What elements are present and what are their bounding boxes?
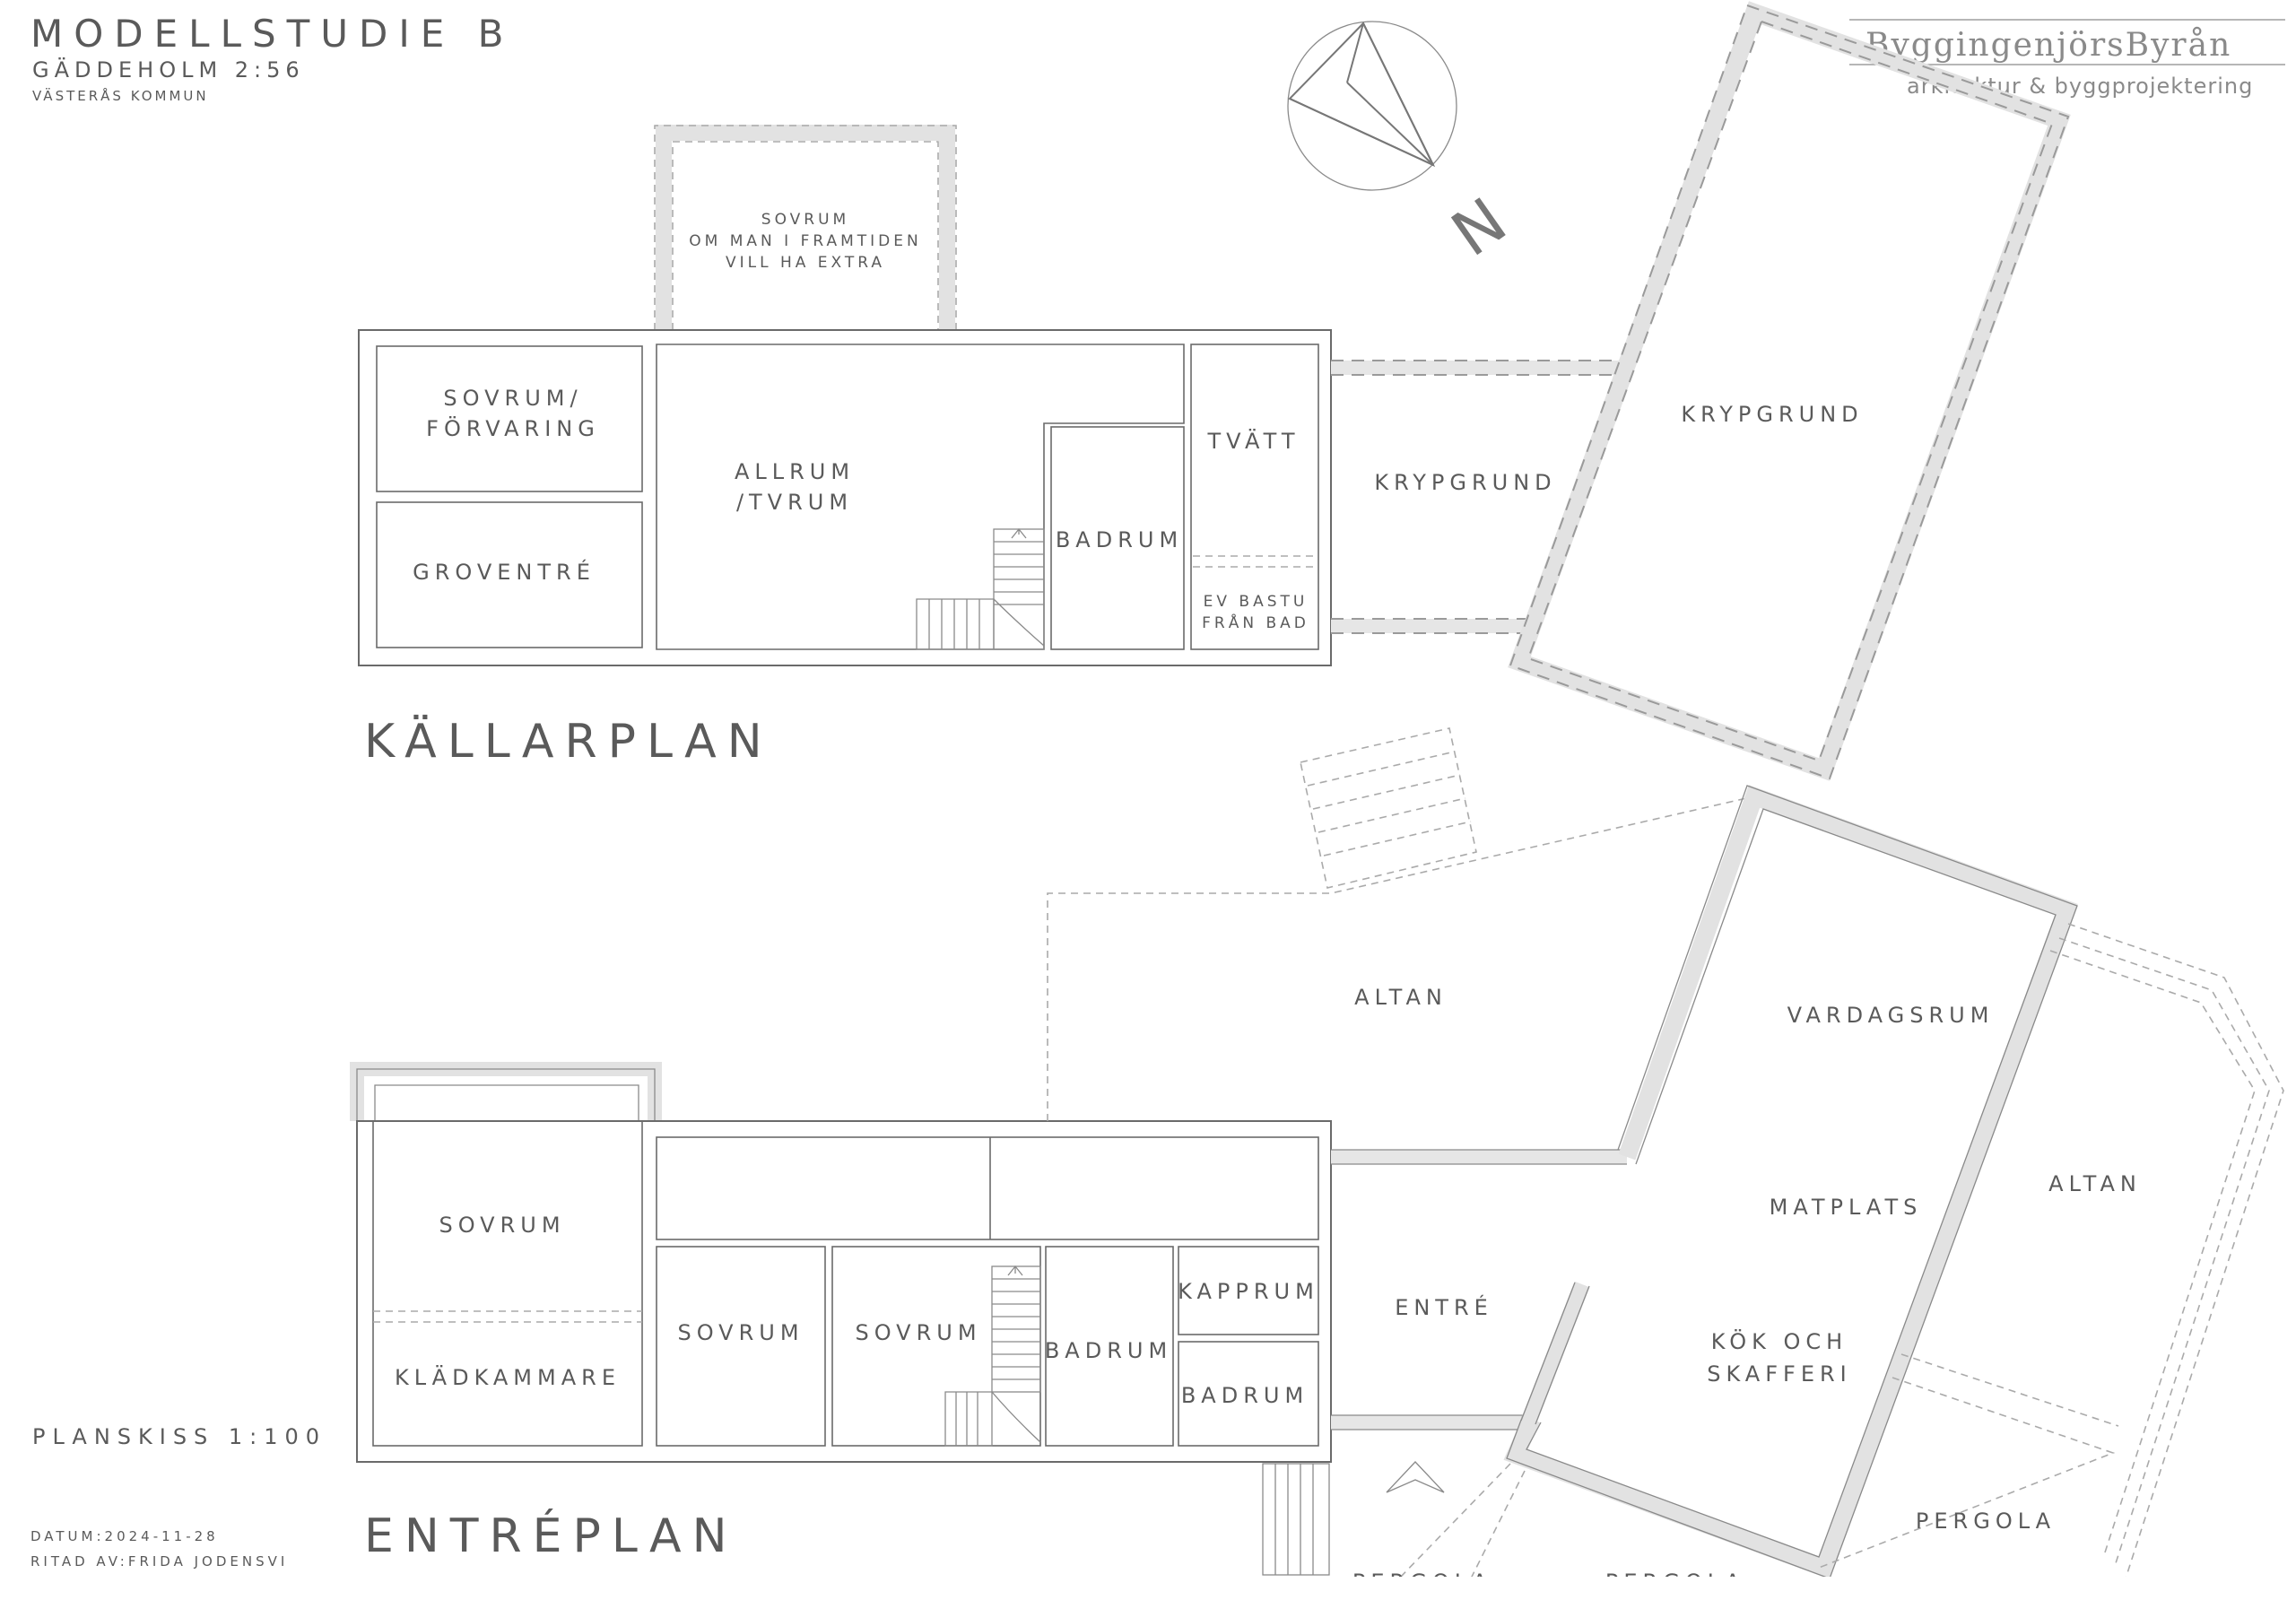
room-grovent <box>376 501 643 648</box>
label-bed1: SOVRUM <box>439 1213 565 1238</box>
basement-plan-title: KÄLLARPLAN <box>364 714 773 769</box>
company-logo: ByggingenjörsByrån arkitektur & byggproj… <box>1849 19 2285 99</box>
room-bath2 <box>1178 1341 1319 1447</box>
crawlspace-outline <box>1508 1 2071 781</box>
deck-right-outline <box>2067 923 2284 1579</box>
label-storage-2: FÖRVARING <box>426 415 600 441</box>
label-entre: ENTRÉ <box>1395 1294 1493 1320</box>
label-bath1: BADRUM <box>1045 1338 1172 1363</box>
logo-wordmark: ByggingenjörsByrån <box>1866 27 2231 64</box>
entry-outline <box>356 1120 1332 1463</box>
room-laundry <box>1190 343 1319 650</box>
entry-arrow-icon <box>1386 1461 1445 1493</box>
label-closet: KLÄDKAMMARE <box>395 1364 621 1390</box>
entry-steps-icon <box>1262 1463 1330 1576</box>
label-allrum-1: ALLRUM <box>735 459 855 484</box>
label-deck1: ALTAN <box>1354 985 1448 1010</box>
entry-plan-title: ENTRÉPLAN <box>364 1509 738 1563</box>
municipality: VÄSTERÅS KOMMUN <box>32 87 209 104</box>
label-pergola3: PERGOLA <box>1916 1509 2056 1534</box>
date-label: DATUM:2024-11-28 <box>30 1528 219 1544</box>
label-bed2: SOVRUM <box>677 1320 804 1345</box>
label-laundry: TVÄTT <box>1207 428 1300 454</box>
north-label: N <box>1439 184 1519 271</box>
label-dining: MATPLATS <box>1770 1195 1923 1220</box>
label-cloak: KAPPRUM <box>1178 1279 1319 1304</box>
basement-labels: SOVRUM OM MAN I FRAMTIDEN VILL HA EXTRA … <box>413 211 1863 632</box>
label-extra-3: VILL HA EXTRA <box>726 254 885 272</box>
future-bedroom-outline <box>654 125 957 330</box>
room-storage <box>376 345 643 492</box>
hall-upper <box>656 1136 1319 1240</box>
label-bath: BADRUM <box>1056 527 1183 552</box>
drawing-title: MODELLSTUDIE B <box>30 12 514 56</box>
room-bed3 <box>831 1246 1041 1447</box>
label-living: VARDAGSRUM <box>1787 1003 1995 1028</box>
label-bed3: SOVRUM <box>855 1320 981 1345</box>
entry-plan: ENTRÉPLAN <box>350 727 2284 1579</box>
label-crawl-1: KRYPGRUND <box>1374 470 1556 495</box>
label-crawl-2: KRYPGRUND <box>1681 402 1863 427</box>
deck-steps-icon <box>1300 727 1477 889</box>
deck-outline <box>1047 796 1755 1121</box>
room-bath1 <box>1045 1246 1174 1447</box>
room-allrum <box>656 343 1185 650</box>
basement-outline <box>358 329 1332 666</box>
room-bath <box>1050 426 1185 650</box>
label-deck2: ALTAN <box>2048 1171 2142 1196</box>
label-storage-1: SOVRUM/ <box>443 386 582 411</box>
label-extra-1: SOVRUM <box>761 211 849 229</box>
label-sauna-1: EV BASTU <box>1204 593 1309 611</box>
label-sauna-2: FRÅN BAD <box>1202 613 1309 632</box>
drawn-by-label: RITAD AV:FRIDA JODENSVI <box>30 1553 288 1570</box>
property-designation: GÄDDEHOLM 2:56 <box>32 57 305 83</box>
room-bed1 <box>372 1120 643 1447</box>
north-arrow: N <box>1287 21 1519 271</box>
label-allrum-2: /TVRUM <box>736 490 853 515</box>
title-block: MODELLSTUDIE B GÄDDEHOLM 2:56 VÄSTERÅS K… <box>30 12 514 104</box>
scale-label: PLANSKISS 1:100 <box>32 1424 326 1449</box>
label-kitchen-1: KÖK OCH <box>1711 1328 1848 1354</box>
stair-entry-icon <box>944 1265 1041 1447</box>
basement-plan: KÄLLARPLAN <box>358 1 2071 781</box>
room-cloak <box>1178 1246 1319 1335</box>
compass-circle-icon <box>1287 21 1457 191</box>
footer-block: PLANSKISS 1:100 DATUM:2024-11-28 RITAD A… <box>30 1424 326 1570</box>
label-grovent: GROVENTRÉ <box>413 559 596 585</box>
stair-basement-icon <box>916 527 1045 650</box>
label-extra-2: OM MAN I FRAMTIDEN <box>689 232 921 250</box>
label-bath2: BADRUM <box>1181 1383 1309 1408</box>
label-kitchen-2: SKAFFERI <box>1707 1361 1852 1387</box>
living-volume-wall <box>1503 785 2078 1579</box>
room-bed2 <box>656 1246 826 1447</box>
